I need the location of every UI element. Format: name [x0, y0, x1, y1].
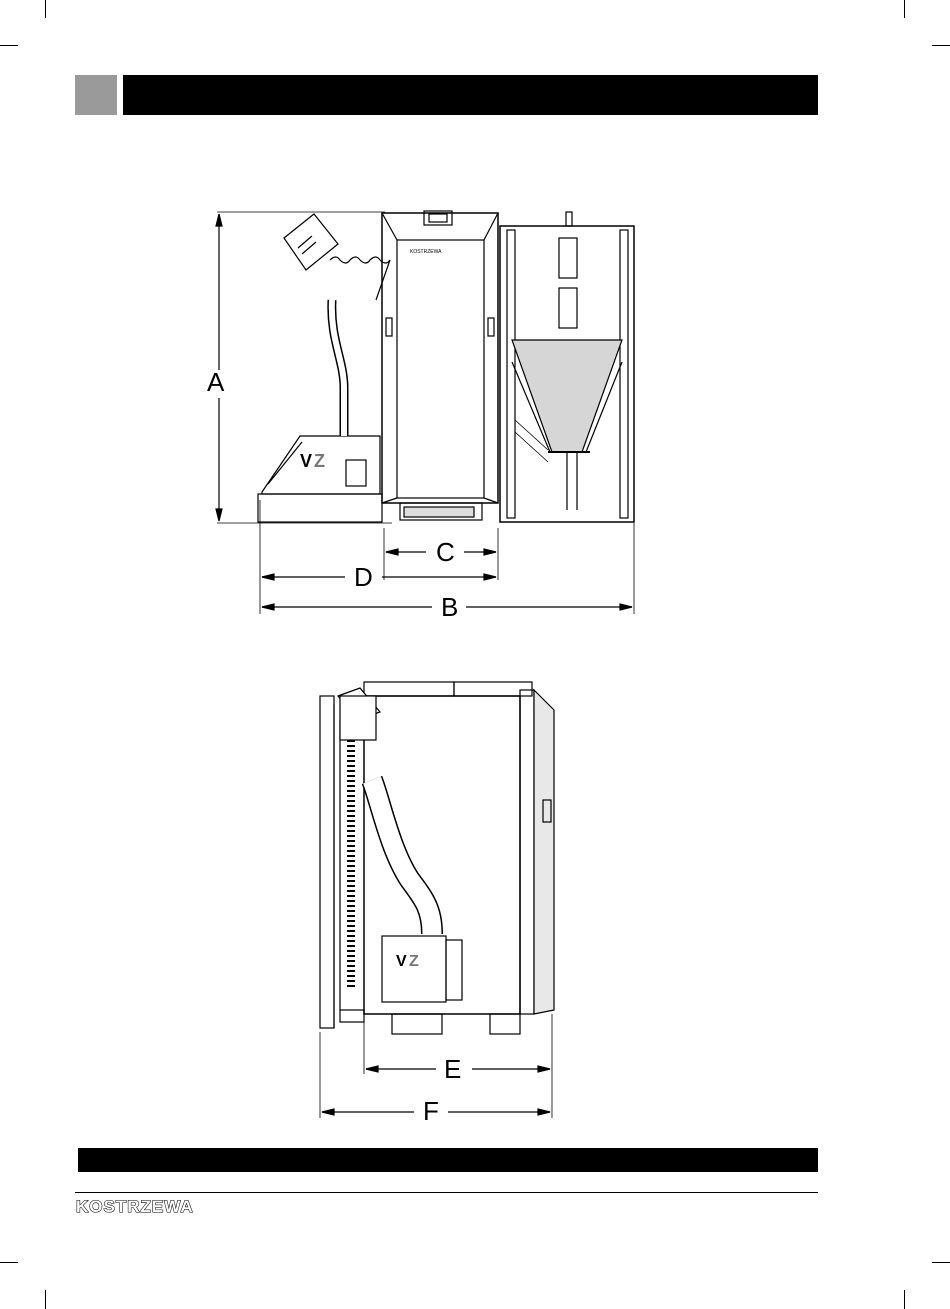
- dimension-f-label: F: [423, 1096, 439, 1126]
- svg-text:KOSTRZEWA: KOSTRZEWA: [76, 1197, 194, 1216]
- footer-rule: [75, 1192, 818, 1193]
- svg-text:Z: Z: [409, 953, 419, 970]
- dimension-e-label: E: [444, 1054, 461, 1084]
- footer-bar: [78, 1148, 818, 1172]
- burner-logo-icon: V Z: [396, 953, 419, 970]
- kostrzewa-logo: KOSTRZEWA: [75, 1196, 200, 1216]
- svg-text:V: V: [396, 953, 407, 970]
